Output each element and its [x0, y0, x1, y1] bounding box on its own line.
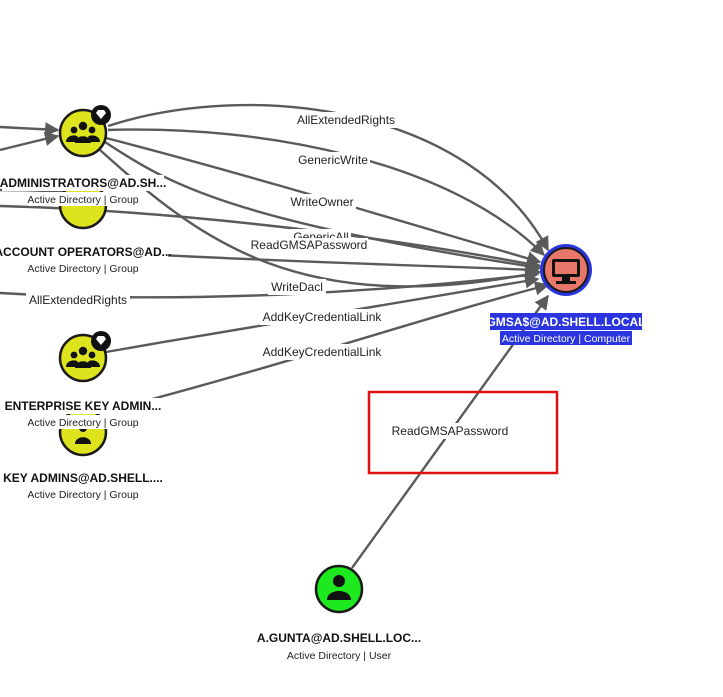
edge-label-add-key-credential-link-1[interactable]: AddKeyCredentialLink: [263, 310, 383, 324]
node-title: GMSA$@AD.SHELL.LOCAL: [486, 315, 645, 329]
node-subtitle: Active Directory | Group: [27, 194, 138, 206]
node-gmsa[interactable]: GMSA$@AD.SHELL.LOCAL Active Directory | …: [486, 244, 646, 345]
node-subtitle: Active Directory | User: [287, 650, 392, 662]
edge-incoming-administrators-2[interactable]: [0, 131, 60, 152]
edge-label-write-owner[interactable]: WriteOwner: [290, 195, 353, 209]
edge-label-read-gmsa-password-1[interactable]: ReadGMSAPassword: [251, 238, 368, 252]
group-icon: [66, 346, 100, 368]
edge-label-write-dacl[interactable]: WriteDacl: [271, 280, 323, 294]
node-title: ACCOUNT OPERATORS@AD...: [0, 245, 172, 259]
edge-label-add-key-credential-link-2[interactable]: AddKeyCredentialLink: [263, 345, 383, 359]
node-label-highlight: [490, 313, 642, 330]
node-administrators[interactable]: ADMINISTRATORS@AD.SH... Active Directory…: [0, 105, 166, 206]
gem-icon: [91, 331, 111, 351]
edge-add-key-credential-link-2[interactable]: [129, 281, 550, 407]
node-subtitle: Active Directory | Computer: [502, 333, 631, 345]
edge-label-all-extended-rights-2[interactable]: AllExtendedRights: [29, 293, 127, 307]
node-enterprise-key-admins[interactable]: ENTERPRISE KEY ADMIN... Active Directory…: [5, 331, 162, 429]
computer-icon: [552, 259, 580, 284]
user-icon: [327, 575, 351, 600]
node-title: ENTERPRISE KEY ADMIN...: [5, 399, 162, 413]
gem-icon: [91, 105, 111, 125]
node-agunta[interactable]: A.GUNTA@AD.SHELL.LOC... Active Directory…: [257, 564, 421, 662]
edge-read-gmsa-password-1[interactable]: [104, 140, 542, 274]
edge-label-all-extended-rights-1[interactable]: AllExtendedRights: [297, 113, 395, 127]
edge-labels: AllExtendedRights GenericWrite WriteOwne…: [26, 112, 510, 439]
node-sublabel-highlight: [500, 331, 632, 345]
node-title: ADMINISTRATORS@AD.SH...: [0, 176, 166, 190]
edge-write-dacl[interactable]: [159, 253, 540, 277]
node-key-admins[interactable]: KEY ADMINS@AD.SHELL.... Active Directory…: [3, 407, 163, 501]
edge-label-read-gmsa-password-2[interactable]: ReadGMSAPassword: [392, 424, 509, 438]
node-subtitle: Active Directory | Group: [27, 417, 138, 429]
node-subtitle: Active Directory | Group: [27, 489, 138, 501]
highlight-box: [367, 390, 559, 475]
node-subtitle: Active Directory | Group: [27, 263, 138, 275]
edge-incoming-administrators-1[interactable]: [0, 122, 60, 137]
node-title: A.GUNTA@AD.SHELL.LOC...: [257, 631, 421, 645]
node-title: KEY ADMINS@AD.SHELL....: [3, 471, 163, 485]
group-icon: [66, 121, 100, 143]
node-account-operators[interactable]: ACCOUNT OPERATORS@AD... Active Directory…: [0, 244, 172, 275]
edge-label-generic-write[interactable]: GenericWrite: [298, 153, 368, 167]
edge-admins-to-gmsa-curve[interactable]: [99, 149, 542, 288]
